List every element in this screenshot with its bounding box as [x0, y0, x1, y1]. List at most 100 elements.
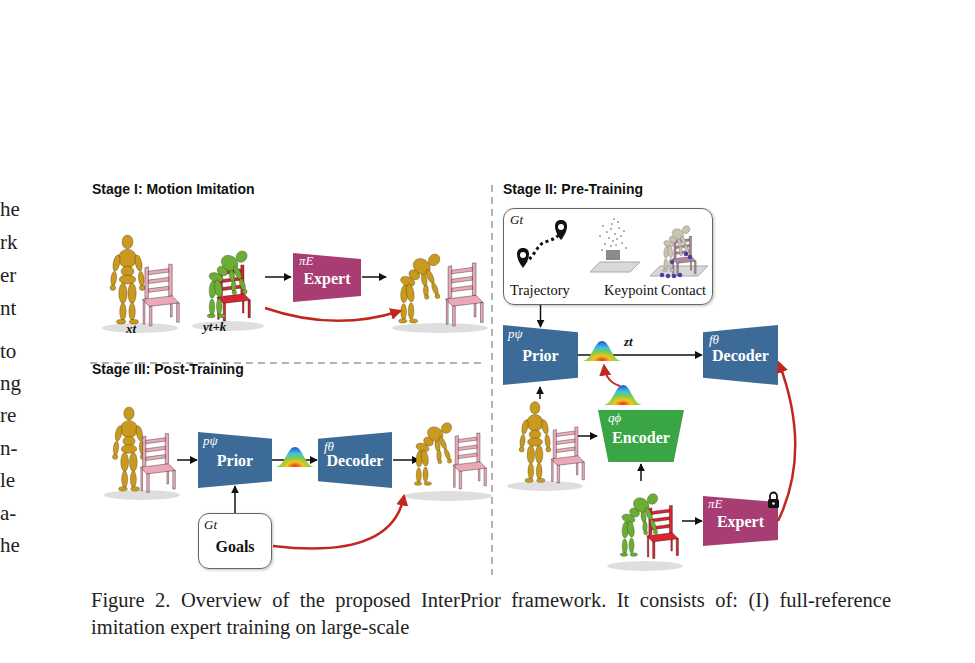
gaussian: [582, 341, 622, 361]
red-arrow: [604, 366, 620, 386]
block-shape: [503, 325, 578, 385]
block-shape: [598, 410, 684, 462]
block-label: Goals: [199, 538, 271, 556]
stage-one-art: [102, 235, 488, 333]
block-label: Decoder: [703, 347, 778, 365]
humanoid: [662, 224, 691, 272]
goal-box: GtGoals: [198, 513, 272, 569]
decoder-block: fθDecoder: [703, 325, 778, 385]
humanoid: [207, 249, 249, 318]
variable-label: xt: [126, 321, 136, 337]
arrow: [265, 276, 291, 278]
shadow: [102, 323, 178, 333]
map-pin: [517, 248, 529, 268]
shadow: [104, 490, 180, 500]
ground-plane: [590, 262, 640, 272]
arrow: [578, 435, 597, 437]
body-text-fragment: a-: [0, 501, 16, 526]
contact-points: [660, 252, 692, 278]
edge-label: zt: [624, 334, 633, 350]
chair: [142, 264, 179, 326]
symbol-label: pψ: [508, 326, 523, 342]
red-arrow: [273, 496, 404, 549]
symbol-label: πE: [299, 253, 313, 269]
block-shape: [318, 432, 392, 488]
symbol-label: Gt: [204, 517, 217, 533]
expert-block: πEExpert: [703, 496, 778, 546]
connector-arrow: [578, 354, 702, 356]
prior-block: pψPrior: [198, 432, 272, 488]
humanoid: [414, 421, 454, 486]
symbol-label: πE: [708, 496, 722, 512]
block-shape: [703, 325, 778, 385]
body-text-fragment: to: [0, 339, 16, 364]
arrow: [640, 464, 642, 481]
block-label: Decoder: [318, 452, 392, 470]
goal-panel: GtTrajectory KeypointContact: [503, 208, 713, 305]
block-label: Expert: [293, 270, 361, 288]
stage-two-art: [507, 218, 708, 571]
arrow: [393, 459, 419, 461]
humanoid: [620, 492, 660, 557]
chair: [453, 433, 487, 489]
gaussian: [603, 385, 643, 405]
shadow: [392, 323, 488, 333]
block-label: Prior: [503, 347, 578, 365]
symbol-label: Gt: [510, 212, 523, 228]
stage-title: Stage I: Motion Imitation: [92, 181, 255, 197]
arrow: [177, 459, 197, 461]
map-pin: [555, 220, 567, 240]
humanoid: [519, 402, 551, 483]
body-text-fragment: nt: [0, 296, 16, 321]
red-arrow: [265, 308, 400, 321]
humanoid: [110, 235, 145, 324]
body-text-fragment: er: [0, 263, 16, 288]
body-text-fragment: he: [0, 197, 20, 222]
arrow: [362, 276, 386, 278]
stage-title: Stage II: Pre-Training: [503, 181, 643, 197]
block-shape: [703, 496, 778, 546]
dashed-separator: [491, 185, 493, 575]
body-text-fragment: ng: [0, 371, 21, 396]
symbol-label: pψ: [203, 433, 218, 449]
block-label: Encoder: [598, 429, 684, 447]
shadow: [507, 481, 583, 491]
connector-arrow: [272, 459, 317, 461]
shadow: [192, 321, 264, 331]
body-text-fragment: rk: [0, 230, 18, 255]
body-text-fragment: le: [0, 468, 15, 493]
arrow: [539, 387, 541, 399]
arrow: [682, 520, 702, 522]
humanoid: [399, 252, 443, 323]
block-shape: [198, 432, 272, 488]
block-label: Contact: [661, 282, 706, 299]
stage-title: Stage III: Post-Training: [92, 361, 244, 377]
chair: [140, 434, 175, 493]
block-label: Expert: [703, 513, 778, 531]
block-label: Keypoint: [604, 282, 658, 299]
point-cloud: [599, 218, 627, 260]
body-text-fragment: n-: [0, 436, 18, 461]
symbol-label: fθ: [709, 332, 719, 348]
trajectory-path: [524, 234, 560, 262]
connector-arrow: [234, 486, 236, 513]
prior-block: pψPrior: [503, 325, 578, 385]
chair: [445, 263, 483, 326]
body-text-fragment: he: [0, 533, 20, 558]
block-label: Prior: [198, 452, 272, 470]
body-text-fragment: re: [0, 403, 16, 428]
encoder-block: qϕEncoder: [598, 410, 684, 462]
gaussian: [275, 447, 315, 467]
block-shape: [293, 253, 361, 302]
block-label: Trajectory: [510, 282, 570, 299]
variable-label: yt+k: [203, 319, 226, 335]
shadow: [404, 491, 492, 501]
stage-three-art: [104, 407, 492, 549]
symbol-label: qϕ: [608, 410, 621, 426]
decoder-block: fθDecoder: [318, 432, 392, 488]
shadow: [607, 561, 683, 571]
